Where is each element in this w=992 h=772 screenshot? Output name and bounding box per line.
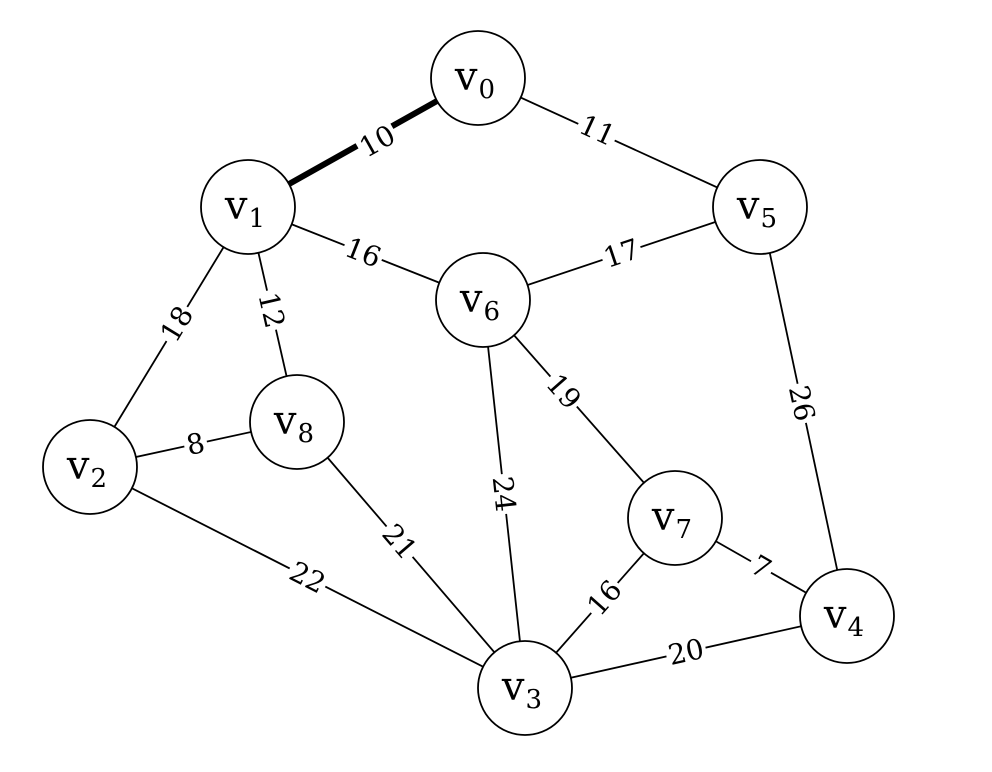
node-circle [799,568,895,664]
edge-weight-text: 18 [154,300,201,348]
node-label: v7 [651,494,692,545]
edge-v6-v7 [482,299,676,519]
edge-weight-text: 16 [340,231,385,275]
node-label: v6 [459,276,500,327]
edge-weight-background [153,299,201,349]
edge-v0-v5 [477,77,761,208]
node-circle [477,640,573,736]
edge-weight-v5-v6: 17 [597,232,646,275]
node-letter: v [651,494,675,540]
node-circle [200,159,296,255]
edge-weight-v0-v5: 11 [572,108,622,153]
node-circle [430,30,526,126]
edge-weight-text: 24 [486,475,523,514]
node-subscript: 2 [91,464,108,494]
node-letter: v [454,54,478,100]
edge-weight-v1-v8: 12 [251,287,292,334]
node-label: v5 [736,183,777,234]
node-subscript: 1 [249,204,266,234]
edge-weight-v2-v3: 22 [282,555,333,601]
node-circle [712,159,808,255]
node-v4: v4 [799,568,895,664]
node-label: v8 [273,398,314,449]
node-label: v4 [823,592,864,643]
node-v0: v0 [430,30,526,126]
edge-weight-background [663,632,709,672]
node-subscript: 6 [484,297,501,327]
node-label: v1 [224,183,265,234]
edge-weight-text: 19 [539,367,587,416]
node-label: v3 [501,664,542,715]
node-letter: v [273,398,297,444]
node-letter: v [66,443,90,489]
node-subscript: 4 [848,613,865,643]
node-subscript: 8 [298,419,315,449]
edge-weight-text: 21 [375,517,423,566]
edge-weight-background [597,232,646,275]
edge-weight-background [181,426,211,462]
edge-weight-v5-v4: 26 [782,380,822,426]
edge-weight-v3-v4: 20 [663,632,709,672]
node-circle [42,419,138,515]
node-subscript: 0 [479,75,496,105]
edge-weight-background [782,380,821,426]
edge-weight-background [252,287,291,334]
edge-weight-background [352,118,403,165]
edge-weight-text: 16 [580,574,628,623]
node-label: v0 [454,54,495,105]
node-v2: v2 [42,419,138,515]
edge-weight-background [580,572,629,623]
edge-weight-v2-v8: 8 [181,426,211,462]
node-letter: v [224,183,248,229]
node-v5: v5 [712,159,808,255]
edge-weight-v8-v3: 21 [375,516,425,567]
node-v3: v3 [477,640,573,736]
node-circle [435,252,531,348]
edge-weight-background [486,472,522,516]
edge-weight-v6-v3: 24 [486,472,523,516]
node-label: v2 [66,443,107,494]
edge-weight-background [743,548,779,586]
edge-weight-text: 26 [782,382,822,424]
edge-weight-text: 20 [665,632,707,672]
edge-weight-background [572,108,622,153]
edge-weight-v6-v7: 19 [539,366,589,417]
node-letter: v [823,592,847,638]
node-v8: v8 [249,374,345,470]
node-subscript: 3 [526,685,543,715]
node-letter: v [459,276,483,322]
edge-weight-v1-v2: 18 [153,299,201,349]
node-v1: v1 [200,159,296,255]
node-v6: v6 [435,252,531,348]
node-subscript: 7 [676,515,693,545]
edge-weight-background [282,555,333,600]
edge-weight-background [539,366,589,417]
node-letter: v [501,664,525,710]
edge-weight-text: 22 [284,555,331,601]
edge-weight-background [338,231,388,274]
edge-weight-background [375,516,425,567]
node-subscript: 5 [761,204,778,234]
edge-weight-v1-v6: 16 [338,231,388,275]
edge-weight-v7-v4: 7 [743,548,779,586]
edge-weight-text: 12 [251,289,291,331]
edge-weight-v7-v3: 16 [580,572,629,623]
node-circle [249,374,345,470]
node-v7: v7 [627,470,723,566]
edge-weight-text: 11 [574,108,620,153]
node-circle [627,470,723,566]
node-letter: v [736,183,760,229]
